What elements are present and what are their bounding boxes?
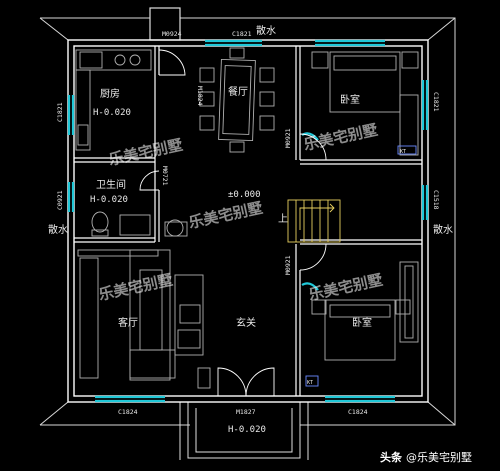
room-labels: 散水 散水 散水 厨房 H-0.020 餐厅 卧室 卫生间 H-0.020 ±0…: [48, 24, 453, 435]
bed-top: [311, 51, 419, 156]
label-kitchen-level: H-0.020: [93, 108, 131, 118]
watermark-5: 乐美宅别墅: [307, 271, 384, 304]
watermark-3: 乐美宅别墅: [187, 199, 264, 232]
bed-bottom: [311, 261, 419, 361]
label-scatter-right: 散水: [433, 223, 453, 236]
code-m0921-a: M0921: [284, 128, 292, 148]
code-m1827: M1827: [236, 408, 256, 416]
bathroom-fixtures: [91, 211, 188, 237]
label-living: 客厅: [118, 316, 138, 329]
code-c1824-left: C1824: [118, 408, 138, 416]
code-c0921: C0921: [56, 190, 64, 210]
watermarks: 乐美宅别墅 乐美宅别墅 乐美宅别墅 乐美宅别墅 乐美宅别墅: [97, 121, 384, 304]
label-bedroom-bottom: 卧室: [352, 316, 372, 329]
code-kt-2: KT: [307, 380, 313, 386]
stairs: [287, 199, 341, 243]
label-scatter-top: 散水: [256, 24, 276, 37]
exterior-walls: [67, 39, 429, 403]
label-scatter-left: 散水: [48, 223, 68, 236]
watermark-1: 乐美宅别墅: [107, 136, 184, 169]
code-m0924: M0924: [162, 30, 182, 38]
windows: [67, 39, 429, 403]
code-m0721: M0721: [161, 166, 169, 186]
label-hall-level: ±0.000: [228, 190, 261, 200]
footer-credit: 头条 @乐美宅别墅: [380, 450, 472, 464]
code-c1821-right: C1821: [432, 92, 440, 112]
code-c1821-left: C1821: [56, 102, 64, 122]
code-kt-1: KT: [400, 149, 406, 155]
label-bathroom: 卫生间: [96, 178, 126, 191]
label-foyer: 玄关: [236, 316, 256, 329]
living-furniture: [77, 249, 211, 389]
watermark-2: 乐美宅别墅: [302, 121, 379, 154]
front-porch: [179, 402, 309, 460]
dining-table: [199, 47, 275, 153]
footer-handle: @乐美宅别墅: [406, 450, 472, 464]
ac-units: [305, 145, 417, 387]
interior-walls: [74, 46, 422, 396]
label-dining: 餐厅: [228, 85, 248, 98]
code-c1821-top: C1821: [232, 30, 252, 38]
door-swings: [139, 49, 327, 397]
code-c1518: C1518: [432, 190, 440, 210]
watermark-4: 乐美宅别墅: [97, 271, 174, 304]
kitchen-fixtures: [75, 49, 152, 151]
code-c1824-right: C1824: [348, 408, 368, 416]
code-labels: M0924 C1821 C1821 C1821 M1824 M0921 M072…: [56, 30, 440, 416]
label-kitchen: 厨房: [100, 87, 120, 100]
label-bedroom-top: 卧室: [340, 93, 360, 106]
label-porch-level: H-0.020: [228, 425, 266, 435]
label-bathroom-level: H-0.020: [90, 195, 128, 205]
code-m1824: M1824: [196, 86, 204, 106]
label-up: 上: [278, 213, 288, 225]
footer-prefix: 头条: [380, 450, 403, 464]
code-m0921-b: M0921: [284, 255, 292, 275]
apron-outline: [39, 17, 456, 426]
